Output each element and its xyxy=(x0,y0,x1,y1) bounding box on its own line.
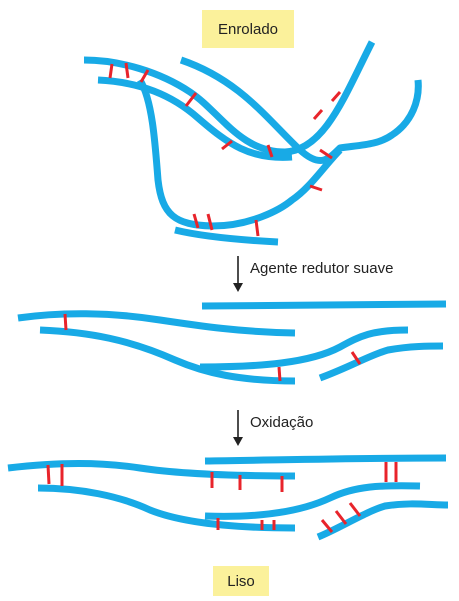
smooth-strand-4 xyxy=(205,486,420,517)
disulfide-bond xyxy=(336,511,346,524)
reduced-strand-3 xyxy=(202,304,446,306)
disulfide-bond xyxy=(350,503,360,516)
disulfide-bond xyxy=(110,64,112,78)
disulfide-bond xyxy=(314,110,322,119)
disulfide-bond xyxy=(310,186,322,190)
disulfide-bond xyxy=(256,220,258,236)
smooth-strand-5 xyxy=(318,504,448,537)
disulfide-bond xyxy=(279,367,280,381)
smooth-strand-1 xyxy=(8,464,295,477)
oxidation-arrow xyxy=(233,410,243,446)
reduced-strand-2 xyxy=(40,330,295,381)
reduction-arrow xyxy=(233,256,243,292)
reducing-agent-label: Agente redutor suave xyxy=(250,260,393,277)
disulfide-bond xyxy=(332,92,340,101)
smooth-state-text: Liso xyxy=(227,573,255,590)
coiled-strand-5 xyxy=(175,230,278,242)
disulfide-bond xyxy=(48,465,49,484)
coiled-strand-1 xyxy=(84,42,372,152)
oxidation-label: Oxidação xyxy=(250,414,313,431)
disulfide-bond xyxy=(126,63,128,78)
coiled-strands xyxy=(84,42,418,242)
smooth-strand-3 xyxy=(205,458,446,461)
reduced-strands xyxy=(18,304,446,381)
reduced-strand-4 xyxy=(200,330,408,367)
disulfide-bond xyxy=(65,314,66,330)
smooth-strands xyxy=(8,458,448,537)
smooth-state-label: Liso xyxy=(213,566,269,596)
smooth-strand-2 xyxy=(38,488,295,528)
